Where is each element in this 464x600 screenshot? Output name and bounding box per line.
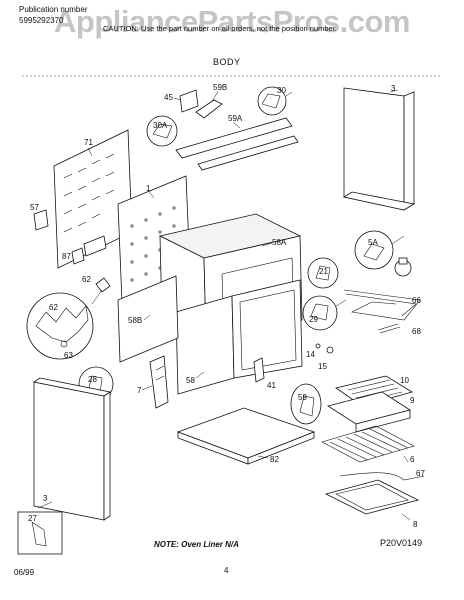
- callout-27: 27: [28, 514, 37, 523]
- section-title: BODY: [213, 57, 241, 67]
- callout-87: 87: [62, 252, 71, 261]
- callout-71: 71: [84, 138, 93, 147]
- callout-63: 63: [64, 351, 73, 360]
- diagram-code: P20V0149: [380, 538, 423, 548]
- callout-1: 1: [146, 184, 151, 193]
- callout-67: 67: [416, 469, 425, 478]
- detail-29-circle-drawing: [302, 295, 347, 331]
- date-stamp: 06/99: [14, 568, 35, 577]
- bracket-45-drawing: [173, 89, 199, 113]
- detail-27-box-drawing: [17, 511, 63, 555]
- callout-58: 58: [186, 376, 195, 385]
- rail-59a-drawing: [175, 117, 299, 171]
- broiler-pan-10-drawing: [335, 375, 413, 407]
- callout-28: 28: [88, 375, 97, 384]
- side-panel-3-drawing: [32, 377, 112, 521]
- publication-label: Publication number: [19, 5, 88, 14]
- front-frame-58-drawing: [175, 279, 303, 395]
- callout-5a: 5A: [368, 238, 378, 247]
- bracket-41-drawing: [253, 357, 265, 383]
- callout-21: 21: [319, 267, 328, 276]
- callout-14: 14: [306, 350, 315, 359]
- callout-58b: 58B: [128, 316, 143, 325]
- bake-element-8-drawing: [324, 479, 420, 521]
- broiler-pan-9-drawing: [327, 391, 411, 433]
- callout-3-bottom: 3: [43, 494, 48, 503]
- callout-62-detail: 62: [49, 303, 58, 312]
- sensor-67-drawing: [339, 472, 425, 481]
- callout-58a: 58A: [272, 238, 287, 247]
- callout-62-upper: 62: [82, 275, 91, 284]
- oven-liner-note: NOTE: Oven Liner N/A: [154, 540, 239, 549]
- detail-5a-circle-drawing: [354, 230, 405, 270]
- callout-68: 68: [412, 327, 421, 336]
- hinge-7-drawing: [141, 355, 169, 409]
- callout-41: 41: [267, 381, 276, 390]
- callout-29: 29: [309, 315, 318, 324]
- callout-59: 59: [298, 393, 307, 402]
- clip-87-drawing: [71, 247, 85, 265]
- callout-10: 10: [400, 376, 409, 385]
- bake-element-5a-drawing: [394, 257, 412, 277]
- callout-3-top: 3: [391, 84, 396, 93]
- panel-58b-drawing: [117, 275, 179, 363]
- screw-14-15-drawing: [315, 343, 334, 354]
- terminal-68-drawing: [377, 323, 401, 334]
- bottom-panel-82-drawing: [176, 407, 316, 465]
- callout-45: 45: [164, 93, 173, 102]
- callout-8: 8: [413, 520, 418, 529]
- callout-66: 66: [412, 296, 421, 305]
- strip-59b-drawing: [195, 90, 223, 119]
- insert-30a-drawing: [146, 115, 178, 147]
- callout-9: 9: [410, 396, 415, 405]
- detail-59-oval-drawing: [290, 383, 322, 425]
- callout-59a: 59A: [228, 114, 243, 123]
- publication-number: 5995292370: [19, 16, 64, 25]
- callout-57: 57: [30, 203, 39, 212]
- callout-6: 6: [410, 455, 415, 464]
- callout-7: 7: [137, 386, 142, 395]
- callout-15: 15: [318, 362, 327, 371]
- clip-57-drawing: [33, 209, 49, 231]
- callout-82: 82: [270, 455, 279, 464]
- oven-rack-6-drawing: [321, 425, 415, 463]
- callout-30: 30: [277, 86, 286, 95]
- page-number: 4: [224, 566, 229, 575]
- callout-59b: 59B: [213, 83, 228, 92]
- detail-21-circle-drawing: [307, 257, 339, 289]
- broil-element-66-drawing: [343, 289, 421, 321]
- callout-30a: 30A: [153, 121, 168, 130]
- detail-62-circle-drawing: [26, 289, 103, 360]
- insert-30-drawing: [257, 86, 293, 116]
- rear-panel-drawing: [342, 87, 416, 211]
- clip-62-drawing: [95, 277, 111, 293]
- caution-text: CAUTION: Use the part number on all orde…: [103, 24, 337, 33]
